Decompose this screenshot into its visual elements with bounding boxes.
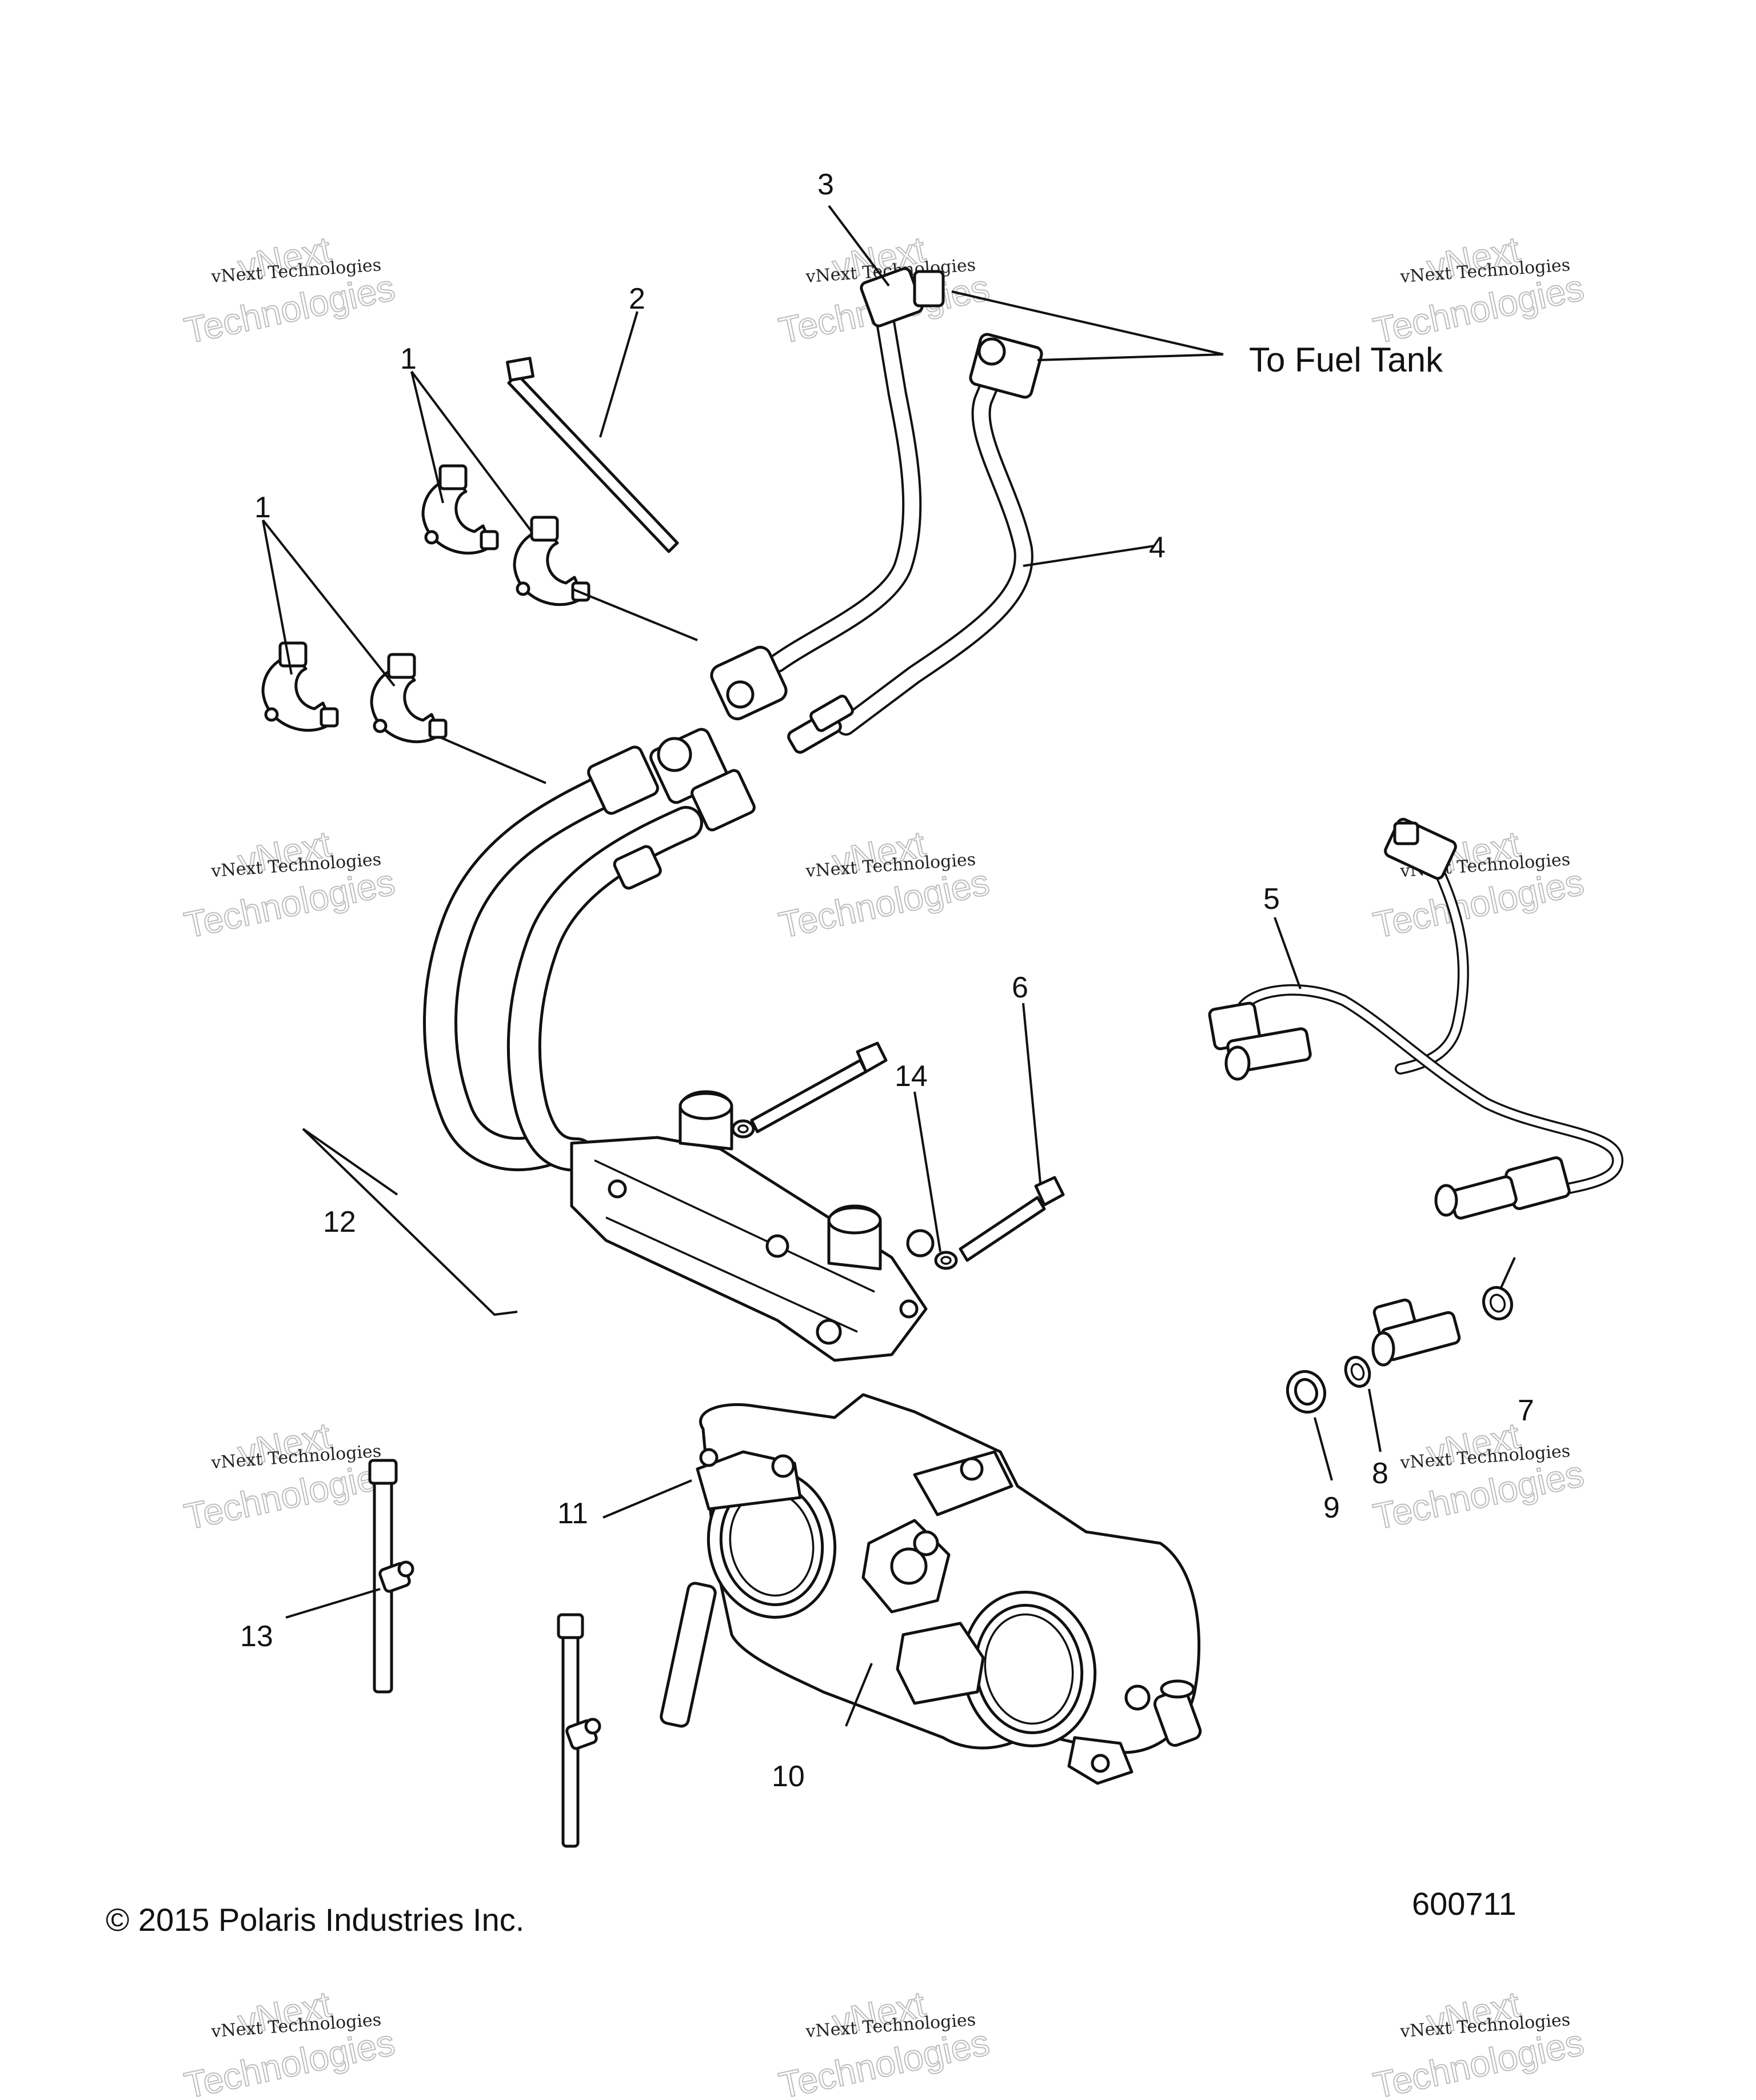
callout-3: 3: [817, 168, 834, 201]
watermark-bottom-right: vNext Technologies vNext Technologies: [1369, 1983, 1587, 2100]
fuel-rail-assembly-part-12: [423, 728, 935, 1362]
washer-part-14-upper: [731, 1119, 755, 1139]
watermark-lower-left: vNext Technologies vNext Technologies: [180, 1414, 398, 1538]
bolt-part-6-upper: [750, 1041, 888, 1133]
seal-part-9: [1286, 1370, 1326, 1414]
callout-6: 6: [1012, 971, 1028, 1004]
fuel-hose-part-4: [787, 333, 1043, 754]
washer-part-14-lower: [934, 1251, 958, 1270]
watermark-lower-right: vNext Technologies vNext Technologies: [1369, 1414, 1587, 1538]
callout-4: 4: [1149, 531, 1166, 564]
watermark-bottom-center: vNext Technologies vNext Technologies: [775, 1983, 993, 2100]
bolt-part-6-lower: [959, 1176, 1065, 1262]
watermark-bottom-left: vNext Technologies vNext Technologies: [180, 1983, 398, 2100]
throttle-body-part-10: [660, 1393, 1202, 1785]
callout-14: 14: [895, 1060, 928, 1093]
callout-1-upper: 1: [400, 342, 417, 376]
fuel-tank-label: To Fuel Tank: [1249, 341, 1443, 379]
callout-1-lower: 1: [254, 491, 271, 524]
watermark-mid-center: vNext Technologies vNext Technologies: [775, 823, 993, 947]
callout-8: 8: [1372, 1457, 1388, 1490]
diagram-number: 600711: [1412, 1886, 1516, 1922]
cable-tie-part-13-upper: [368, 1459, 414, 1694]
cable-tie-part-13-lower: [557, 1613, 601, 1848]
callout-10: 10: [772, 1760, 805, 1793]
callout-2: 2: [629, 282, 645, 316]
copyright-notice: © 2015 Polaris Industries Inc.: [106, 1902, 524, 1938]
fuel-injector-loose: [1371, 1298, 1461, 1367]
hose-clip-part-1-a: [421, 464, 499, 555]
o-ring-part-7: [1482, 1285, 1514, 1321]
callout-9: 9: [1323, 1491, 1340, 1524]
hose-clip-part-1-b: [513, 516, 590, 606]
hose-clip-part-1-c: [261, 641, 339, 732]
fuel-hose-part-3: [710, 267, 945, 721]
hose-clip-part-1-d: [370, 653, 448, 744]
watermark-top-left: vNext Technologies vNext Technologies: [180, 228, 398, 352]
injector-harness-part-5: [1208, 817, 1623, 1220]
watermark-top-right: vNext Technologies vNext Technologies: [1369, 228, 1587, 352]
cable-tie-part-2: [506, 357, 679, 553]
callout-11: 11: [557, 1497, 588, 1530]
callout-12: 12: [323, 1205, 356, 1239]
leader-lines: [262, 205, 1516, 1727]
o-ring-part-8: [1344, 1356, 1371, 1388]
callout-7: 7: [1518, 1394, 1534, 1427]
callout-13: 13: [240, 1620, 273, 1653]
callout-5: 5: [1263, 883, 1280, 916]
watermark-mid-left: vNext Technologies vNext Technologies: [180, 823, 398, 947]
